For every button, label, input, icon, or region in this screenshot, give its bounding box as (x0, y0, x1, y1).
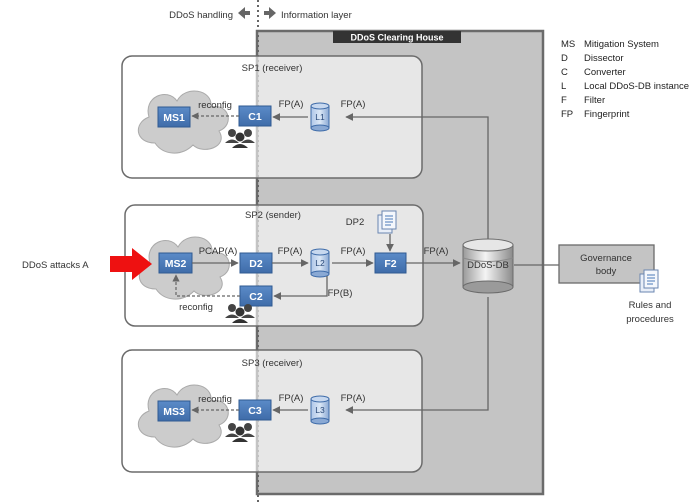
l2-to-c2-arrow (273, 276, 328, 300)
ddos-handling-label: DDoS handling (169, 10, 233, 21)
legend: MS Mitigation System D Dissector C Conve… (561, 39, 689, 120)
sp2-reconfig-label: reconfig (179, 302, 213, 313)
legend-abbr: F (561, 95, 567, 106)
c1-label: C1 (248, 111, 262, 123)
l2-label: L2 (315, 258, 325, 268)
d2-label: D2 (249, 258, 263, 270)
attack-arrow-icon (110, 248, 152, 280)
database-icon (462, 238, 514, 294)
sp2-title: SP2 (sender) (245, 210, 301, 221)
legend-desc: Converter (584, 67, 626, 78)
document-icon (377, 210, 397, 234)
double-arrow-icon (238, 7, 276, 19)
sp3-fp-right: FP(A) (341, 393, 366, 404)
document-icon (639, 269, 659, 293)
sp3-fp-left: FP(A) (279, 393, 304, 404)
legend-desc: Local DDoS-DB instance (584, 81, 689, 92)
l1-label: L1 (315, 112, 325, 122)
governance-box (558, 244, 655, 284)
d2-l2-fp-label: FP(A) (278, 246, 303, 257)
db-to-l3-line (345, 297, 489, 414)
dp2-label: DP2 (346, 217, 364, 228)
ms3-box (157, 400, 191, 422)
c3-label: C3 (248, 405, 262, 417)
sp3-title: SP3 (receiver) (242, 358, 303, 369)
ddos-db-label: DDoS-DB (467, 260, 509, 271)
clearing-house-title: DDoS Clearing House (350, 33, 443, 43)
sp1-reconfig-label: reconfig (198, 100, 232, 111)
legend-abbr: FP (561, 109, 573, 120)
ms3-label: MS3 (163, 406, 185, 418)
sp1-fp-left: FP(A) (279, 99, 304, 110)
l3-label: L3 (315, 405, 325, 415)
attack-label: DDoS attacks A (22, 260, 89, 271)
f2-label: F2 (384, 258, 396, 270)
rules-line1: Rules and (629, 300, 672, 311)
legend-abbr: MS (561, 39, 575, 50)
legend-desc: Filter (584, 95, 605, 106)
database-icon (310, 395, 330, 425)
ms1-box (157, 106, 191, 128)
ms2-label: MS2 (165, 258, 187, 270)
legend-desc: Mitigation System (584, 39, 659, 50)
pcap-label: PCAP(A) (199, 246, 238, 257)
sp3-reconfig-label: reconfig (198, 394, 232, 405)
l2-f2-fp-label: FP(A) (341, 246, 366, 257)
clearing-house-header (333, 31, 461, 43)
ms1-label: MS1 (163, 112, 185, 124)
c2-label: C2 (249, 291, 263, 303)
legend-abbr: C (561, 67, 568, 78)
legend-abbr: D (561, 53, 568, 64)
legend-abbr: L (561, 81, 566, 92)
sp1-fp-right: FP(A) (341, 99, 366, 110)
governance-line1: Governance (580, 253, 632, 264)
fp-b-label: FP(B) (328, 288, 353, 299)
rules-line2: procedures (626, 314, 674, 325)
c2-to-ms2-reconfig-arrow (172, 274, 240, 297)
database-icon (310, 248, 330, 278)
f2-db-fp-label: FP(A) (424, 246, 449, 257)
information-layer-label: Information layer (281, 10, 352, 21)
sp1-title: SP1 (receiver) (242, 63, 303, 74)
legend-desc: Fingerprint (584, 109, 630, 120)
db-to-l1-line (345, 113, 489, 240)
governance-line2: body (596, 266, 617, 277)
legend-desc: Dissector (584, 53, 624, 64)
database-icon (310, 102, 330, 132)
